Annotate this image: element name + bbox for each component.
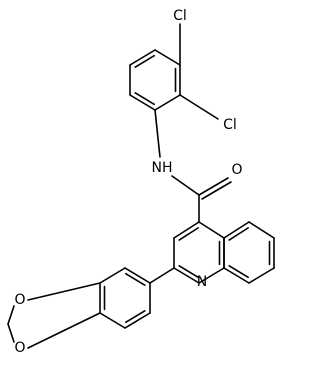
label-cl-ortho: Cl (223, 117, 237, 133)
bond-37 (125, 310, 146, 324)
label-o-carbonyl: O (231, 162, 242, 178)
structure-svg: Cl Cl NH O N O O (7, 8, 275, 356)
bond-42 (124, 267, 151, 284)
bond-16 (173, 221, 200, 239)
bond-31 (248, 221, 275, 239)
bond-3 (129, 94, 156, 111)
bond-1 (134, 54, 155, 68)
bond-45 (27, 312, 101, 349)
bond-4 (134, 92, 155, 106)
bond-41 (99, 267, 126, 284)
bond-32 (223, 221, 250, 239)
bond-14 (201, 181, 232, 200)
bond-44 (27, 282, 101, 301)
bond-0 (129, 49, 156, 66)
bond-46 (7, 305, 15, 325)
bond-27 (228, 265, 249, 279)
bond-34 (149, 267, 175, 284)
bond-20 (178, 265, 199, 279)
bond-43 (125, 272, 146, 286)
bond-5 (154, 94, 181, 111)
bond-26 (223, 267, 250, 284)
bond-21 (198, 267, 225, 284)
bond-28 (248, 267, 275, 284)
bond-8 (154, 49, 181, 66)
bond-36 (124, 312, 151, 329)
label-nh: NH (152, 160, 173, 176)
bond-17 (178, 227, 199, 241)
label-n-ring: N (197, 274, 207, 290)
bond-layer (7, 23, 275, 349)
label-o-dioxole-top: O (14, 292, 25, 308)
label-o-dioxole-bottom: O (14, 340, 25, 356)
bond-12 (171, 175, 200, 196)
bond-33 (228, 227, 249, 241)
bond-19 (173, 267, 200, 284)
label-cl-top: Cl (173, 8, 187, 24)
bond-24 (198, 221, 225, 239)
molecule-diagram: Cl Cl NH O N O O (7, 8, 275, 356)
bond-10 (179, 94, 219, 120)
bond-47 (7, 323, 15, 343)
bond-13 (198, 177, 229, 196)
bond-11 (154, 109, 161, 158)
bond-38 (99, 312, 126, 329)
